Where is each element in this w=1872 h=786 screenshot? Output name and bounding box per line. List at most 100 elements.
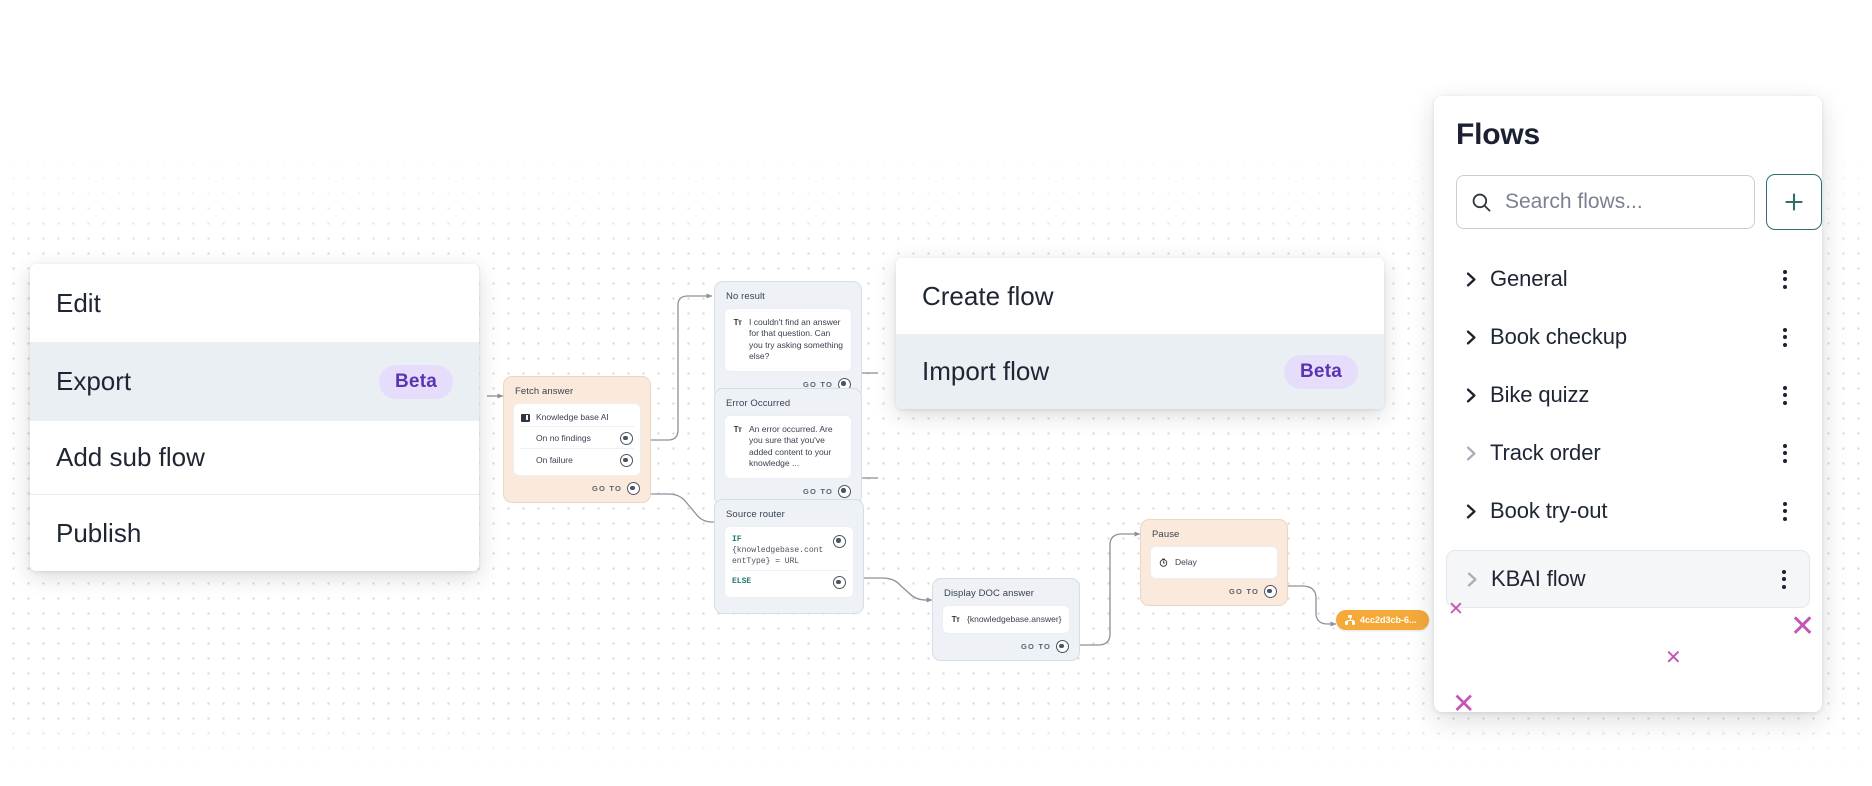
goto-label: GO TO: [1020, 642, 1051, 652]
sidebar-item-label: Book checkup: [1490, 324, 1627, 349]
node-body: Delay: [1150, 546, 1278, 580]
node-title: No result: [726, 291, 765, 302]
flow-context-menu[interactable]: Edit Export Beta Add sub flow Publish: [30, 264, 479, 571]
goto-port-icon[interactable]: [838, 484, 851, 498]
chevron-right-icon[interactable]: [1460, 387, 1482, 404]
node-integration-row: Knowledge base AI: [520, 409, 634, 426]
x-mark-small-upper-left: ✕: [1448, 599, 1464, 620]
sidebar-item-book-checkup[interactable]: Book checkup: [1446, 308, 1810, 366]
node-else-row[interactable]: ELSE: [731, 570, 847, 592]
node-message: An error occurred. Are you sure that you…: [749, 424, 833, 469]
search-input[interactable]: [1503, 189, 1740, 215]
node-fetch-answer[interactable]: Fetch answer Knowledge base AI On no fin…: [503, 376, 651, 504]
node-goto-row[interactable]: GO TO: [942, 640, 1069, 654]
node-output-row[interactable]: On failure: [520, 448, 634, 470]
plus-icon: [1782, 190, 1806, 214]
node-message-row: Tт I couldn't find an answer for that qu…: [731, 314, 845, 366]
x-mark-large-lower-left: ✕: [1452, 688, 1476, 719]
menu-item-edit[interactable]: Edit: [30, 264, 479, 342]
node-action-row: Delay: [1157, 554, 1271, 571]
node-error-occurred[interactable]: Error Occurred Tт An error occurred. Are…: [714, 388, 862, 506]
node-message: I couldn't find an answer for that quest…: [749, 317, 844, 362]
more-options-icon[interactable]: [1774, 269, 1796, 289]
goto-port-icon[interactable]: [1056, 640, 1069, 654]
create-flow-menu[interactable]: Create flow Import flow Beta: [896, 258, 1384, 409]
node-pause[interactable]: Pause Delay GO TO: [1140, 519, 1288, 607]
node-goto-row[interactable]: GO TO: [513, 482, 640, 496]
goto-label: GO TO: [591, 484, 622, 494]
sidebar-item-label: Book try-out: [1490, 498, 1608, 523]
more-options-icon[interactable]: [1774, 327, 1796, 347]
output-port-icon[interactable]: [620, 432, 633, 446]
sidebar-item-book-try-out[interactable]: Book try-out: [1446, 482, 1810, 540]
more-options-icon[interactable]: [1773, 569, 1795, 589]
node-condition: IF {knowledgebase.cont entType} = URL: [732, 535, 827, 567]
goto-port-icon[interactable]: [838, 377, 851, 391]
chevron-right-icon[interactable]: [1460, 503, 1482, 520]
more-options-icon[interactable]: [1774, 385, 1796, 405]
menu-item-create-flow[interactable]: Create flow: [896, 258, 1384, 334]
node-integration-label: Knowledge base AI: [536, 412, 609, 422]
chevron-right-icon[interactable]: [1460, 271, 1482, 288]
beta-badge: Beta: [1284, 354, 1358, 389]
menu-item-label: Import flow: [922, 356, 1050, 386]
text-icon: Tт: [733, 318, 742, 327]
node-title: Fetch answer: [515, 386, 574, 397]
chevron-right-icon[interactable]: [1460, 445, 1482, 462]
node-condition-row[interactable]: IF {knowledgebase.cont entType} = URL: [731, 532, 847, 570]
else-label: ELSE: [732, 577, 752, 587]
sidebar-item-kbai-flow[interactable]: KBAI flow: [1446, 550, 1810, 608]
menu-item-label: Add sub flow: [56, 442, 205, 472]
menu-item-label: Edit: [56, 287, 101, 318]
goto-port-icon[interactable]: [1264, 585, 1277, 599]
page-title: Flows: [1456, 118, 1541, 151]
sidebar-item-track-order[interactable]: Track order: [1446, 424, 1810, 482]
menu-item-add-sub-flow[interactable]: Add sub flow: [30, 421, 479, 494]
goto-label: GO TO: [802, 379, 833, 389]
node-source-router[interactable]: Source router IF {knowledgebase.cont ent…: [714, 499, 864, 614]
node-title: Pause: [1152, 529, 1180, 540]
sitemap-icon: [1345, 615, 1355, 625]
node-goto-row[interactable]: GO TO: [724, 377, 851, 391]
text-icon: Tт: [951, 615, 960, 625]
node-title: Source router: [726, 509, 785, 520]
more-options-icon[interactable]: [1774, 501, 1796, 521]
node-output-label: On no findings: [536, 433, 591, 444]
else-port-icon[interactable]: [833, 576, 846, 590]
node-action-label: Delay: [1175, 557, 1197, 567]
x-mark-small-inline: ✕: [1665, 647, 1682, 669]
menu-item-import-flow[interactable]: Import flow Beta: [896, 334, 1384, 409]
node-display-doc-answer[interactable]: Display DOC answer Tт {knowledgebase.ans…: [932, 578, 1080, 662]
node-output-row[interactable]: On no findings: [520, 426, 634, 448]
menu-item-label: Export: [56, 366, 132, 396]
goto-port-icon[interactable]: [627, 482, 640, 496]
sidebar-item-label: General: [1490, 266, 1568, 291]
condition-expression: {knowledgebase.cont entType} = URL: [732, 545, 824, 566]
search-box[interactable]: [1456, 175, 1755, 229]
node-title: Display DOC answer: [944, 588, 1034, 599]
add-flow-button[interactable]: [1766, 174, 1822, 230]
condition-keyword: IF: [732, 535, 742, 544]
node-goto-row[interactable]: GO TO: [1150, 585, 1277, 599]
node-goto-row[interactable]: GO TO: [724, 484, 851, 498]
node-no-result[interactable]: No result Tт I couldn't find an answer f…: [714, 281, 862, 399]
sidebar-item-label: Bike quizz: [1490, 382, 1590, 407]
menu-item-export[interactable]: Export Beta: [30, 342, 479, 421]
menu-item-publish[interactable]: Publish: [30, 494, 479, 571]
sidebar-item-bike-quizz[interactable]: Bike quizz: [1446, 366, 1810, 424]
node-output-label: On failure: [536, 455, 573, 466]
knowledge-base-icon: [521, 413, 530, 422]
more-options-icon[interactable]: [1774, 443, 1796, 463]
node-body: Tт I couldn't find an answer for that qu…: [724, 308, 852, 372]
beta-badge: Beta: [379, 364, 453, 399]
chevron-right-icon[interactable]: [1461, 571, 1483, 588]
node-body: IF {knowledgebase.cont entType} = URL EL…: [724, 526, 854, 599]
condition-port-icon[interactable]: [833, 535, 846, 548]
flow-reference-chip[interactable]: 4cc2d3cb-6...: [1336, 610, 1429, 630]
sidebar-item-general[interactable]: General: [1446, 250, 1810, 308]
text-icon: Tт: [733, 425, 742, 434]
chevron-right-icon[interactable]: [1460, 329, 1482, 346]
node-body: Knowledge base AI On no findings On fail…: [513, 403, 641, 477]
output-port-icon[interactable]: [620, 454, 633, 468]
